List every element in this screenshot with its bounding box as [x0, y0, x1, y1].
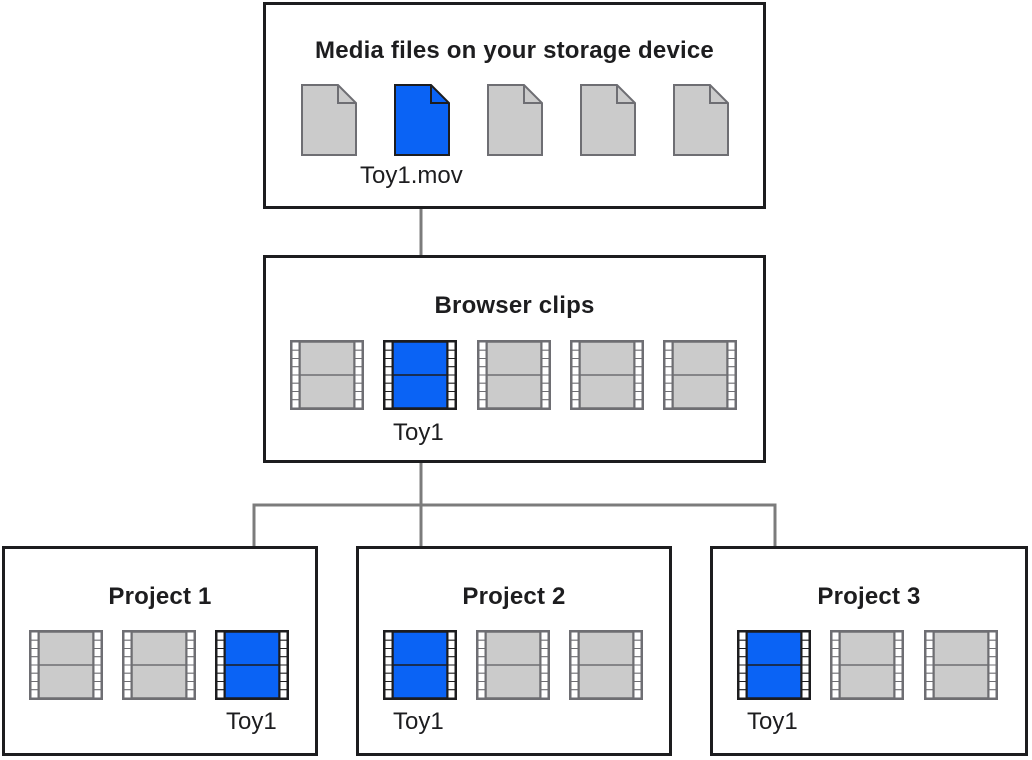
film-clip-icon [215, 630, 289, 700]
film-clip-icon [477, 340, 551, 410]
film-clip-icon [737, 630, 811, 700]
document-icon [579, 83, 637, 157]
film-clip-icon [122, 630, 196, 700]
project-3-title: Project 3 [817, 583, 921, 610]
film-clip-icon [569, 630, 643, 700]
document-icon [486, 83, 544, 157]
storage-box-title: Media files on your storage device [315, 37, 714, 64]
film-clip-icon [570, 340, 644, 410]
document-icon [393, 83, 451, 157]
browser-clips-title: Browser clips [434, 292, 595, 319]
film-clip-icon [830, 630, 904, 700]
document-icon [300, 83, 358, 157]
film-clip-icon [663, 340, 737, 410]
film-clip-icon [383, 630, 457, 700]
film-clip-icon [290, 340, 364, 410]
film-clip-icon [29, 630, 103, 700]
film-clip-icon [924, 630, 998, 700]
project-2-title: Project 2 [462, 583, 566, 610]
file-name-label: Toy1.mov [360, 162, 463, 189]
film-clip-icon [383, 340, 457, 410]
clip-name-label: Toy1 [226, 708, 277, 735]
project-1-title: Project 1 [108, 583, 212, 610]
film-clip-icon [476, 630, 550, 700]
clip-name-label: Toy1 [747, 708, 798, 735]
clip-name-label: Toy1 [393, 708, 444, 735]
document-icon [672, 83, 730, 157]
clip-name-label: Toy1 [393, 419, 444, 446]
